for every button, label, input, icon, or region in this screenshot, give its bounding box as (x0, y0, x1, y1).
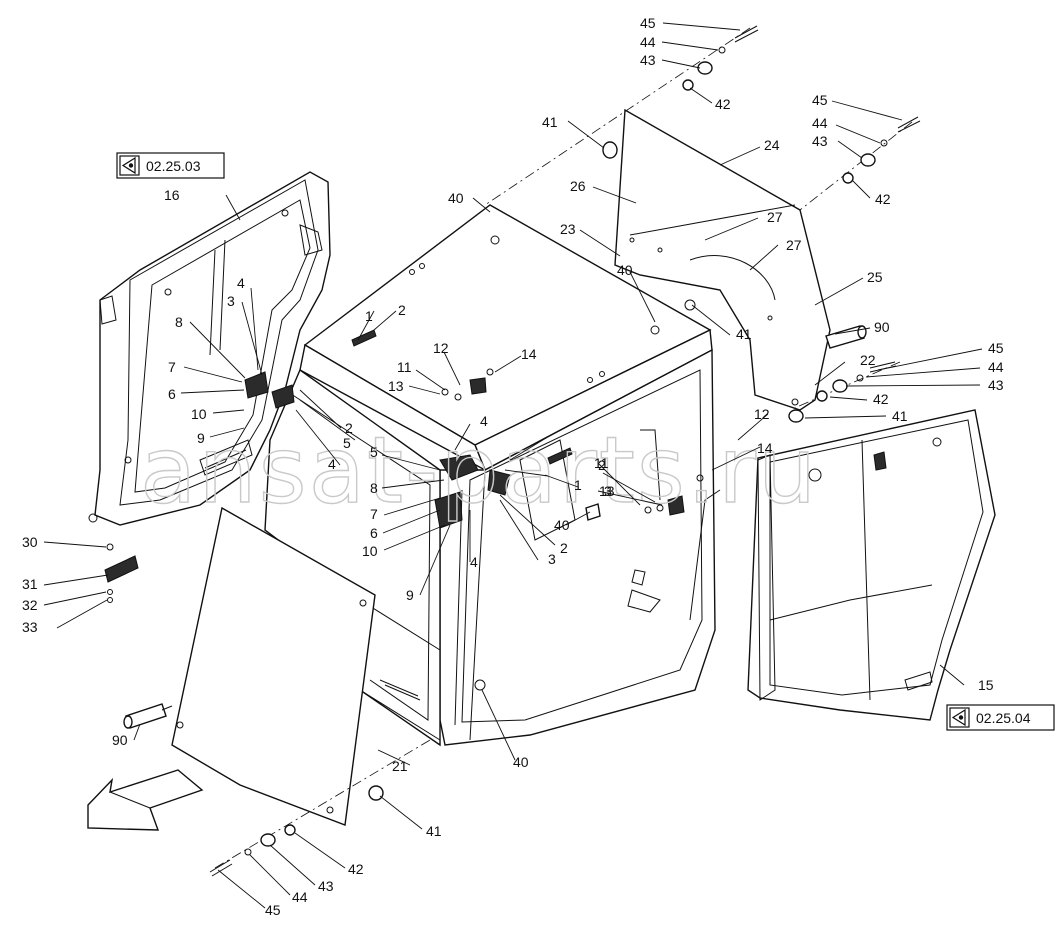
part-number: 7 (370, 506, 378, 522)
part-number: 25 (867, 269, 883, 285)
part-number: 40 (617, 262, 633, 278)
part-number: 30 (22, 534, 38, 550)
fastener-stack-top (602, 25, 759, 159)
part-number: 43 (812, 133, 828, 149)
part-number: 41 (542, 114, 558, 130)
part-number: 8 (370, 480, 378, 496)
part-number: 44 (640, 34, 656, 50)
part-number: 42 (348, 861, 364, 877)
part-number: 44 (292, 889, 308, 905)
part-number: 2 (598, 457, 606, 473)
part-number: 23 (560, 221, 576, 237)
fastener-stack-bottom (209, 785, 384, 877)
leader-lines (43, 22, 983, 909)
part-number: 45 (265, 902, 281, 918)
part-number: 24 (764, 137, 780, 153)
part-number: 21 (392, 758, 408, 774)
part-number: 12 (754, 406, 770, 422)
part-number: 4 (328, 456, 336, 472)
cab-body (244, 204, 721, 747)
rear-window-frame (88, 171, 331, 526)
part-number: 2 (345, 420, 353, 436)
part-number: 44 (988, 359, 1004, 375)
part-number: 5 (370, 444, 378, 460)
part-number: 14 (521, 346, 537, 362)
part-number: 15 (978, 677, 994, 693)
fastener-stack-right-upper (842, 116, 921, 184)
part-number: 4 (237, 275, 245, 291)
gas-strut-right (825, 325, 867, 349)
part-number: 44 (812, 115, 828, 131)
part-number: 11 (397, 359, 412, 375)
part-number: 45 (640, 15, 656, 31)
part-number: 3 (548, 551, 556, 567)
part-number: 43 (318, 878, 334, 894)
part-number: 6 (370, 525, 378, 541)
part-number: 13 (599, 483, 615, 499)
part-number: 90 (112, 732, 128, 748)
part-number: 9 (406, 587, 414, 603)
part-number: 40 (448, 190, 464, 206)
part-number: 27 (767, 209, 783, 225)
side-door (747, 409, 996, 721)
part-number: 45 (812, 92, 828, 108)
part-number: 40 (554, 517, 570, 533)
part-number: 26 (570, 178, 586, 194)
part-number: 13 (388, 378, 404, 394)
part-number: 1 (365, 308, 373, 324)
part-number: 14 (757, 440, 773, 456)
part-number: 27 (786, 237, 802, 253)
part-number: 90 (874, 319, 890, 335)
reference-label-left: 02.25.03 (146, 158, 201, 174)
part-number: 10 (191, 406, 207, 422)
part-number: 11 (594, 455, 609, 471)
part-number: 40 (513, 754, 529, 770)
gas-strut-left (123, 703, 173, 729)
part-number: 4 (480, 413, 488, 429)
part-number: 3 (604, 483, 612, 499)
small-hardware (351, 329, 704, 521)
direction-arrow-icon (87, 769, 204, 831)
part-number: 41 (892, 408, 908, 424)
part-number: 42 (875, 191, 891, 207)
fastener-stack-right-lower (788, 361, 897, 423)
part-number: 2 (560, 540, 568, 556)
part-number: 9 (197, 430, 205, 446)
watermark-text: ansat-parts.ru (140, 417, 818, 524)
roof-panel (614, 108, 831, 411)
part-number: 16 (164, 187, 180, 203)
part-number: 5 (343, 435, 351, 451)
part-number: 42 (873, 391, 889, 407)
part-number: 43 (640, 52, 656, 68)
part-number: 31 (22, 576, 38, 592)
reference-box-right[interactable]: 02.25.04 (946, 704, 1055, 731)
part-number: 6 (168, 386, 176, 402)
part-number: 2 (398, 302, 406, 318)
reference-box-left[interactable]: 02.25.03 (116, 152, 225, 179)
part-number: 12 (433, 340, 449, 356)
part-number-labels: 45 44 43 42 41 24 45 44 43 42 26 23 27 2… (22, 15, 1004, 918)
part-number: 33 (22, 619, 38, 635)
part-number: 32 (22, 597, 38, 613)
reference-label-right: 02.25.04 (976, 710, 1031, 726)
part-number: 10 (362, 543, 378, 559)
side-panel (171, 506, 376, 826)
part-number: 42 (715, 96, 731, 112)
latch-bracket (104, 543, 139, 603)
part-number: 7 (168, 359, 176, 375)
part-number: 45 (988, 340, 1004, 356)
part-number: 43 (988, 377, 1004, 393)
part-number: 4 (470, 554, 478, 570)
part-number: 3 (227, 293, 235, 309)
part-number: 8 (175, 314, 183, 330)
part-number: 1 (574, 477, 582, 493)
part-number: 41 (426, 823, 442, 839)
part-number: 41 (736, 326, 752, 342)
part-number: 22 (860, 352, 876, 368)
